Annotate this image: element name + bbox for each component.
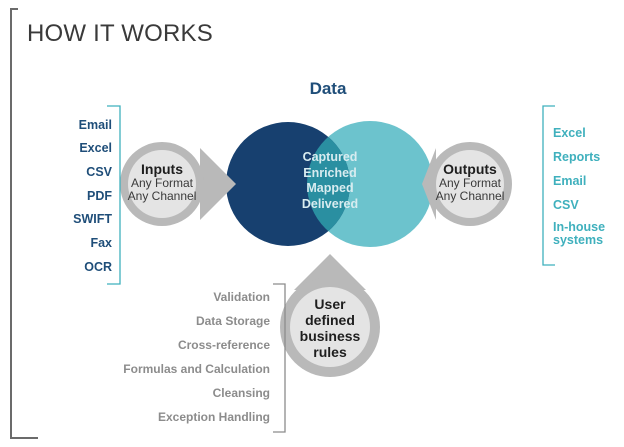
rule-item-cleansing: Cleansing [212,386,270,400]
inputs-bubble: Inputs Any Format Any Channel [122,161,202,203]
output-item-reports: Reports [553,150,601,164]
rules-bracket [273,283,286,433]
output-bracket [542,105,555,266]
output-item-csv: CSV [553,198,579,212]
input-item-fax: Fax [90,236,112,250]
stage-delivered: Delivered [301,196,359,211]
rule-item-exception-handling: Exception Handling [157,410,270,424]
stage-mapped: Mapped [306,181,354,195]
input-formats-list: Email Excel CSV PDF SWIFT Fax OCR [40,0,112,447]
rules-bubble-pointer [280,254,380,377]
input-item-ocr: OCR [84,260,112,274]
outputs-title: Outputs [443,161,497,177]
outputs-bubble: Outputs Any Format Any Channel [430,161,510,203]
output-item-inhouse: In-house systems [553,220,606,247]
frame-top-line [10,8,18,10]
inputs-subtitle-format: Any Format [130,176,193,190]
page-title: HOW IT WORKS [27,20,213,47]
input-bubble-pointer [120,142,236,226]
rules-title-line-4: rules [313,344,347,360]
rules-bubble: User defined business rules [290,296,370,360]
overlap-region [307,122,350,246]
outputs-subtitle-format: Any Format [438,176,501,190]
input-item-csv: CSV [86,165,112,179]
inputs-subtitle-channel: Any Channel [127,189,197,203]
data-title: Data [309,79,347,98]
rules-title-line-3: business [299,328,361,344]
input-item-swift: SWIFT [73,212,112,226]
stage-enriched: Enriched [303,165,357,180]
frame-left-line [10,8,12,438]
input-item-email: Email [78,118,112,132]
input-item-pdf: PDF [87,189,112,203]
data-stages: Captured Enriched Mapped Delivered [278,150,382,212]
output-formats-list: Excel Reports Email CSV In-house systems [553,0,623,447]
rules-title-line-2: defined [305,312,355,328]
rule-item-cross-reference: Cross-reference [177,338,270,352]
output-item-excel: Excel [553,126,586,140]
input-bracket [107,105,121,285]
output-bubble-pointer [422,142,512,226]
rules-title-line-1: User [314,296,346,312]
rule-item-data-storage: Data Storage [195,314,270,328]
rule-item-validation: Validation [213,290,270,304]
stage-captured: Captured [302,150,358,164]
outputs-subtitle-channel: Any Channel [435,189,505,203]
output-item-email: Email [553,174,587,188]
inputs-title: Inputs [141,161,183,177]
input-item-excel: Excel [79,141,112,155]
business-rules-list: Validation Data Storage Cross-reference … [100,0,270,447]
rule-item-formulas: Formulas and Calculation [123,362,270,376]
frame-bottom-line [10,437,38,439]
